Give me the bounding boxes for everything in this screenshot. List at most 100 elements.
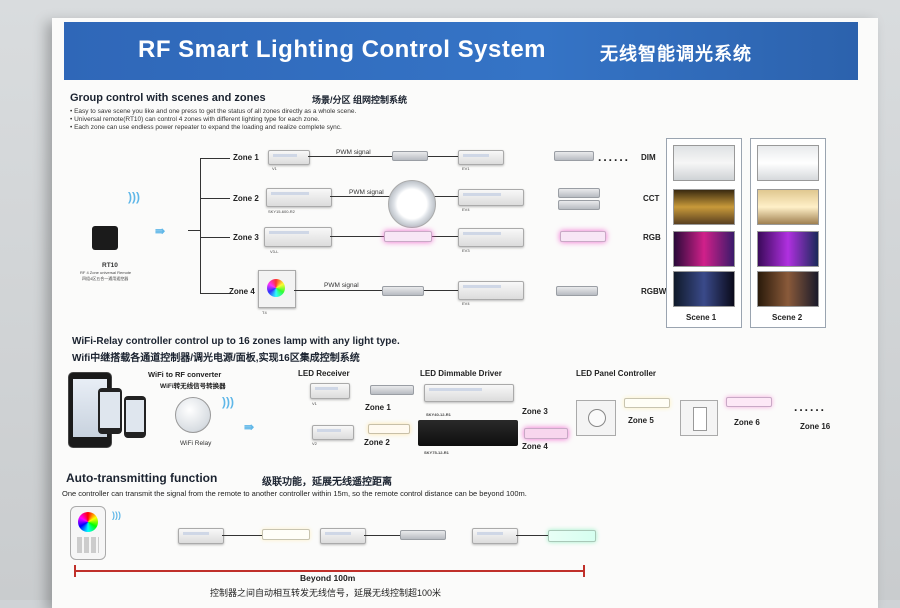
wifi-title-en: WiFi-Relay controller control up to 16 z… bbox=[72, 336, 400, 347]
color-wheel-icon bbox=[267, 279, 285, 297]
wifi-zone-1-bar bbox=[370, 385, 414, 395]
receiver-title: LED Receiver bbox=[298, 369, 350, 378]
zone-3-rgb-bar-2 bbox=[560, 231, 606, 242]
zone-1-label: Zone 1 bbox=[233, 153, 259, 162]
zone-4-type: RGBW bbox=[641, 287, 667, 296]
zone-1-controller bbox=[268, 150, 310, 165]
auto-wire-2 bbox=[364, 535, 400, 536]
phone-device-2 bbox=[124, 396, 146, 438]
auto-signal-icon: ))) bbox=[112, 510, 121, 520]
zone-3-repeater bbox=[458, 228, 524, 247]
wifi-zone-2-label: Zone 2 bbox=[364, 438, 390, 447]
wifi-title-cn: Wifi中继搭载各通道控制器/调光电源/面板,实现16区集成控制系统 bbox=[72, 353, 360, 364]
zone-1-led-bar-2 bbox=[554, 151, 594, 161]
title-en: RF Smart Lighting Control System bbox=[138, 36, 547, 63]
wifi-signal-icon: ))) bbox=[128, 190, 140, 204]
zone-1-signal: PWM signal bbox=[336, 149, 371, 156]
zone-2-led-bar-b bbox=[558, 200, 600, 210]
zone-1-wire bbox=[308, 156, 458, 157]
auto-bar-2 bbox=[400, 530, 446, 540]
rt10-desc-cn: 四组4区五合一通用遥控器 bbox=[82, 276, 129, 281]
branch-z1 bbox=[200, 158, 230, 159]
wifi-zone-6-bar bbox=[726, 397, 772, 407]
wifi-zone-2-bar bbox=[368, 424, 410, 434]
panel-controller-title: LED Panel Controller bbox=[576, 369, 657, 378]
branch-z4 bbox=[200, 293, 230, 294]
zone-1-led-bar bbox=[392, 151, 428, 161]
zone-2-signal: PWM signal bbox=[349, 189, 384, 196]
wifi-zone-4-label: Zone 4 bbox=[522, 442, 548, 451]
remote-buttons-icon bbox=[77, 537, 99, 553]
zone-2-rep-name: EV4 bbox=[462, 207, 470, 212]
panel-buttons bbox=[680, 400, 718, 436]
zone-3-rep-name: EV3 bbox=[462, 248, 470, 253]
zone-4-wire bbox=[294, 290, 458, 291]
rt10-desc: RF 4 Zone universal Remote bbox=[80, 270, 132, 275]
title-banner: RF Smart Lighting Control System 无线智能调光系… bbox=[64, 22, 858, 80]
phone-2-screen bbox=[126, 400, 144, 432]
auto-controller-2 bbox=[320, 528, 366, 544]
receiver-v2 bbox=[312, 425, 354, 440]
scene-2-cct-photo bbox=[757, 189, 819, 225]
wifi-relay-device bbox=[175, 397, 211, 433]
scene-2-dim-photo bbox=[757, 145, 819, 181]
wifi-zone-5-bar bbox=[624, 398, 670, 408]
scene-1-cct-photo bbox=[673, 189, 735, 225]
auto-bar-1 bbox=[262, 529, 310, 540]
group-title-en: Group control with scenes and zones bbox=[70, 92, 266, 104]
zone-1-dots: ...... bbox=[598, 150, 631, 164]
branch-trunk bbox=[200, 158, 201, 294]
auto-footer-cn: 控制器之间自动相互转发无线信号，延展无线控制超100米 bbox=[210, 588, 442, 598]
zone-2-label: Zone 2 bbox=[233, 194, 259, 203]
wifi-zone-1-label: Zone 1 bbox=[365, 403, 391, 412]
zone-3-type: RGB bbox=[643, 233, 661, 242]
auto-description: One controller can transmit the signal f… bbox=[62, 489, 527, 498]
zone-4-signal: PWM signal bbox=[324, 282, 359, 289]
zone-2-repeater bbox=[458, 189, 524, 206]
zone-2-ctrl-name: SKY15-600-R2 bbox=[268, 209, 295, 214]
panel-rotary bbox=[576, 400, 616, 436]
wifi-zone-5-label: Zone 5 bbox=[628, 416, 654, 425]
bullet-2: • Universal remote(RT10) can control 4 z… bbox=[70, 116, 320, 123]
signal-arrow-icon: ⇛ bbox=[155, 224, 166, 238]
auto-wire-1 bbox=[222, 535, 262, 536]
branch-z2 bbox=[200, 198, 230, 199]
receiver-v1-name: V1 bbox=[312, 401, 317, 406]
distance-left-tick bbox=[74, 565, 76, 577]
zone-3-label: Zone 3 bbox=[233, 233, 259, 242]
wifi-relay-signal-icon: ))) bbox=[222, 395, 234, 409]
zone-2-downlight bbox=[388, 180, 436, 228]
zone-2-type: CCT bbox=[643, 194, 660, 203]
converter-title-en: WiFi to RF converter bbox=[148, 370, 222, 379]
rf-remote bbox=[70, 506, 106, 560]
branch-stem bbox=[188, 230, 200, 231]
zone-1-ctrl-name: V1 bbox=[272, 166, 277, 171]
zone-4-label: Zone 4 bbox=[229, 287, 255, 296]
scene-1-panel: Scene 1 bbox=[666, 138, 742, 328]
scene-1-label: Scene 1 bbox=[686, 313, 717, 322]
zone-4-repeater bbox=[458, 281, 524, 300]
scene-2-panel: Scene 2 bbox=[750, 138, 826, 328]
zone-3-controller bbox=[264, 227, 332, 247]
branch-z3 bbox=[200, 237, 230, 238]
distance-line bbox=[74, 570, 584, 572]
bullet-3: • Each zone can use endless power repeat… bbox=[70, 124, 342, 131]
driver-title: LED Dimmable Driver bbox=[420, 369, 502, 378]
scene-2-label: Scene 2 bbox=[772, 313, 803, 322]
remote-color-wheel-icon bbox=[78, 512, 98, 532]
zone-3-rgb-bar bbox=[384, 231, 432, 242]
group-title-cn: 场景/分区 组网控制系统 bbox=[312, 95, 408, 105]
auto-bar-3 bbox=[548, 530, 596, 542]
zone-1-rep-name: EV1 bbox=[462, 166, 470, 171]
group-bullets: • Easy to save scene you like and one pr… bbox=[70, 108, 490, 132]
distance-right-tick bbox=[583, 565, 585, 577]
wifi-relay-label: WiFi Relay bbox=[180, 440, 212, 447]
distance-label: Beyond 100m bbox=[300, 573, 356, 583]
zone-4-led-bar bbox=[382, 286, 424, 296]
scene-2-rgb-photo bbox=[757, 231, 819, 267]
bullet-1: • Easy to save scene you like and one pr… bbox=[70, 108, 357, 115]
phone-1-screen bbox=[100, 392, 120, 428]
panel-button-icon bbox=[693, 407, 707, 431]
zone-4-ctrl-name: T4 bbox=[262, 310, 267, 315]
scene-1-rgb-photo bbox=[673, 231, 735, 267]
